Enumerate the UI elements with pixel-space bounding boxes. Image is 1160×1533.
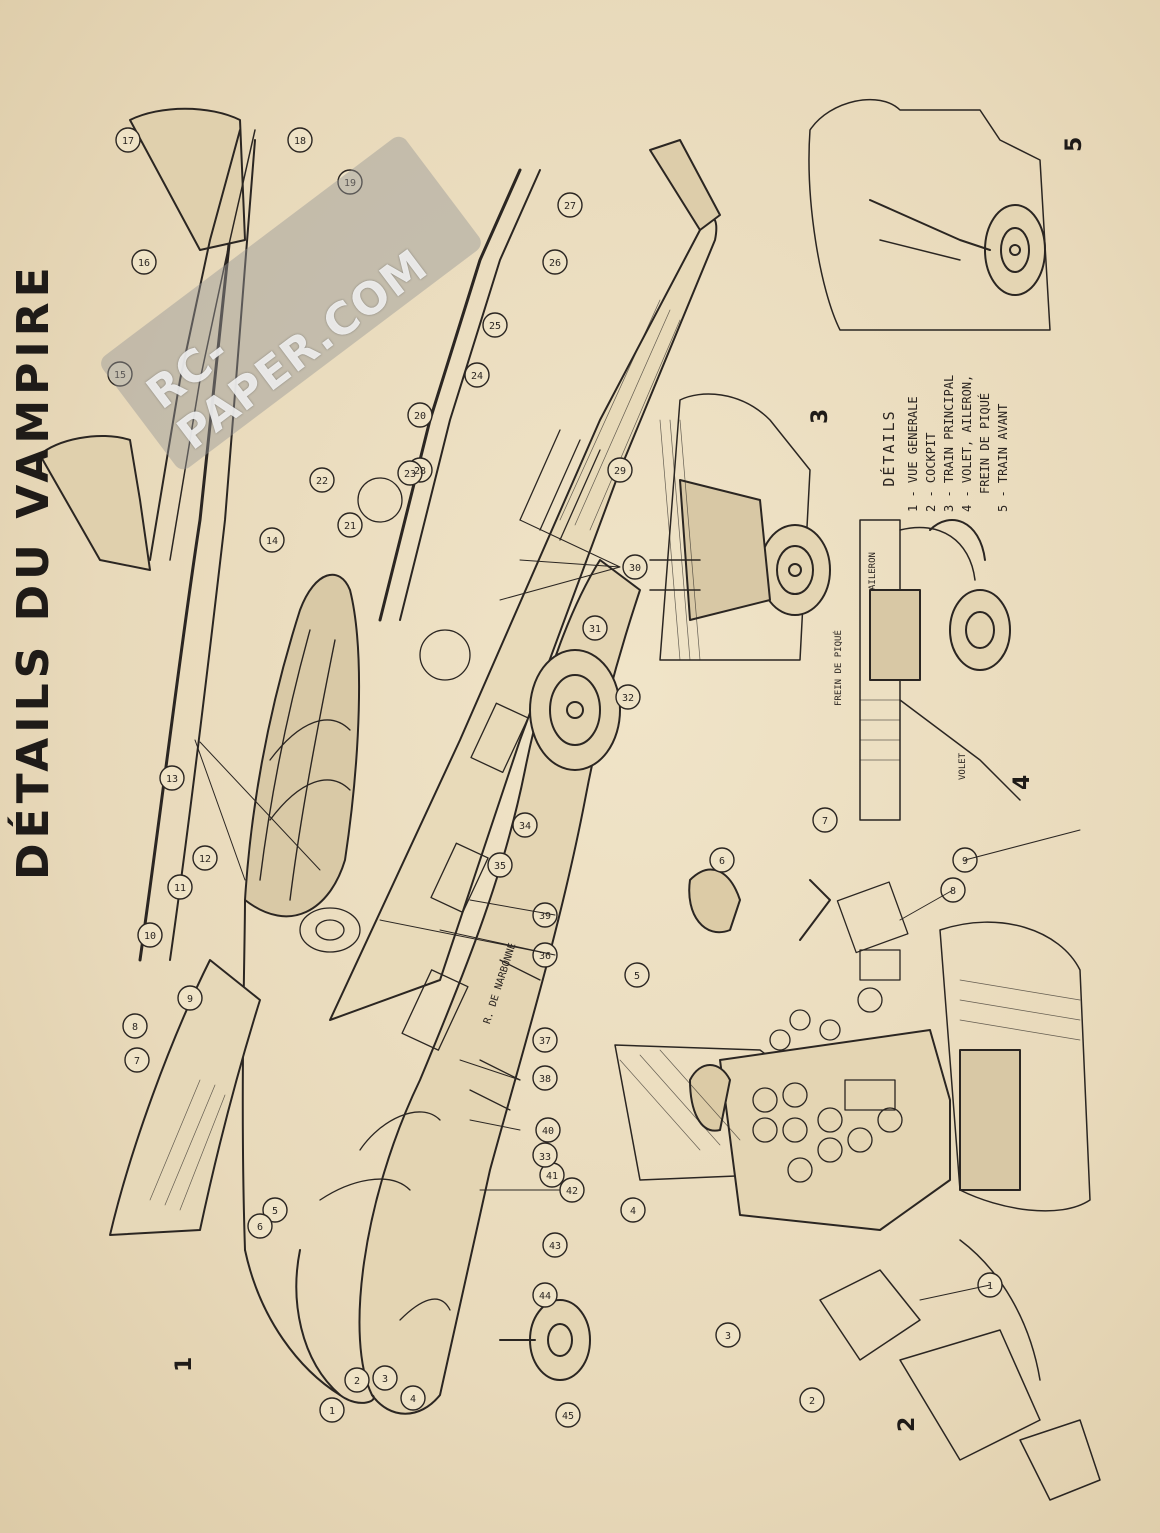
cockpit-callout-4: 4 (630, 1206, 636, 1217)
callout-44: 44 (539, 1291, 551, 1302)
callout-29: 29 (614, 466, 626, 477)
cockpit-callout-6: 6 (719, 856, 725, 867)
callout-28: 28 (414, 466, 426, 477)
callout-13: 13 (166, 774, 178, 785)
callout-14: 14 (266, 536, 278, 547)
callout-19: 19 (344, 178, 356, 189)
figure-number-2: 2 (895, 1416, 920, 1432)
callout-3: 3 (382, 1374, 388, 1385)
callout-45: 45 (562, 1411, 574, 1422)
legend-item-4: 4 - VOLET, AILERON, (960, 374, 974, 512)
callout-43: 43 (549, 1241, 561, 1252)
label-volet: VOLET (958, 752, 968, 780)
details-legend: DÉTAILS 1 - VUE GENERALE 2 - COCKPIT 3 -… (880, 375, 1012, 518)
figure-number-4: 4 (1010, 774, 1035, 790)
callout-20: 20 (414, 411, 426, 422)
callout-16: 16 (138, 258, 150, 269)
callout-23: 23 (404, 469, 416, 480)
callout-10: 10 (144, 931, 156, 942)
callout-21: 21 (344, 521, 356, 532)
cockpit-callout-7: 7 (822, 816, 828, 827)
boom-left (138, 138, 242, 962)
callout-35: 35 (494, 861, 506, 872)
figure-number-1: 1 (172, 1356, 197, 1372)
wing-left (109, 959, 261, 1236)
figure-number-3: 3 (808, 408, 833, 424)
callout-34: 34 (519, 821, 531, 832)
figure-number-5: 5 (1062, 136, 1087, 152)
callout-26: 26 (549, 258, 561, 269)
legend-item-5: 5 - TRAIN AVANT (996, 403, 1010, 512)
callout-17: 17 (122, 136, 134, 147)
callout-6: 6 (257, 1222, 263, 1233)
callout-38: 38 (539, 1074, 551, 1085)
callout-2: 2 (354, 1376, 360, 1387)
callout-12: 12 (199, 854, 211, 865)
tailplane (149, 129, 241, 561)
callout-18: 18 (294, 136, 306, 147)
callout-33: 33 (539, 1152, 551, 1163)
main-aircraft (39, 107, 721, 1415)
cockpit-callout-5: 5 (634, 971, 640, 982)
main-wheel (529, 649, 621, 771)
cockpit-panel-drawing (614, 868, 1101, 1501)
callout-36: 36 (539, 951, 551, 962)
cockpit-callout-9: 9 (962, 856, 968, 867)
callout-leaders (194, 519, 1081, 1301)
label-frein-de-pique: FREIN DE PIQUÉ (834, 630, 844, 706)
legend-heading: DÉTAILS (880, 409, 898, 487)
callout-4: 4 (410, 1394, 416, 1405)
callout-40: 40 (542, 1126, 554, 1137)
fin-left (39, 434, 151, 571)
cockpit-callout-2: 2 (809, 1396, 815, 1407)
legend-item-3: 3 - TRAIN PRINCIPAL (942, 374, 956, 512)
callout-32: 32 (622, 693, 634, 704)
callout-30: 30 (629, 563, 641, 574)
legend-item-4b: FREIN DE PIQUÉ (978, 392, 992, 494)
cockpit-callout-8: 8 (950, 886, 956, 897)
main-gear-drawing (649, 393, 831, 661)
boom-right (378, 168, 522, 622)
nose-gear-drawing (808, 98, 1051, 331)
cockpit-callout-3: 3 (725, 1331, 731, 1342)
fuselage (358, 559, 641, 1415)
callout-24: 24 (471, 371, 483, 382)
callout-25: 25 (489, 321, 501, 332)
callout-number-texts: 1 2 3 4 5 6 7 8 9 10 11 12 13 14 15 16 1… (114, 136, 993, 1422)
callout-42: 42 (566, 1186, 578, 1197)
label-aileron: AILERON (868, 552, 878, 590)
instrument-panel (719, 1029, 951, 1231)
callout-37: 37 (539, 1036, 551, 1047)
callout-15: 15 (114, 370, 126, 381)
callout-41: 41 (546, 1171, 558, 1182)
legend-item-1: 1 - VUE GENERALE (906, 396, 920, 512)
callout-39: 39 (539, 911, 551, 922)
callout-31: 31 (589, 624, 601, 635)
flap-aileron-drawing (859, 519, 1021, 821)
nose-wheel (499, 1299, 591, 1381)
callout-5: 5 (272, 1206, 278, 1217)
page-title: DÉTAILS DU VAMPIRE (8, 262, 59, 880)
callout-7: 7 (134, 1056, 140, 1067)
callout-11: 11 (174, 883, 186, 894)
callout-22: 22 (316, 476, 328, 487)
callout-1: 1 (329, 1406, 335, 1417)
fin-right (129, 107, 246, 251)
legend-item-2: 2 - COCKPIT (924, 432, 938, 512)
cockpit-callout-1: 1 (987, 1281, 993, 1292)
callout-9: 9 (187, 994, 193, 1005)
callout-27: 27 (564, 201, 576, 212)
callout-8: 8 (132, 1022, 138, 1033)
callout-markers (107, 127, 1003, 1428)
